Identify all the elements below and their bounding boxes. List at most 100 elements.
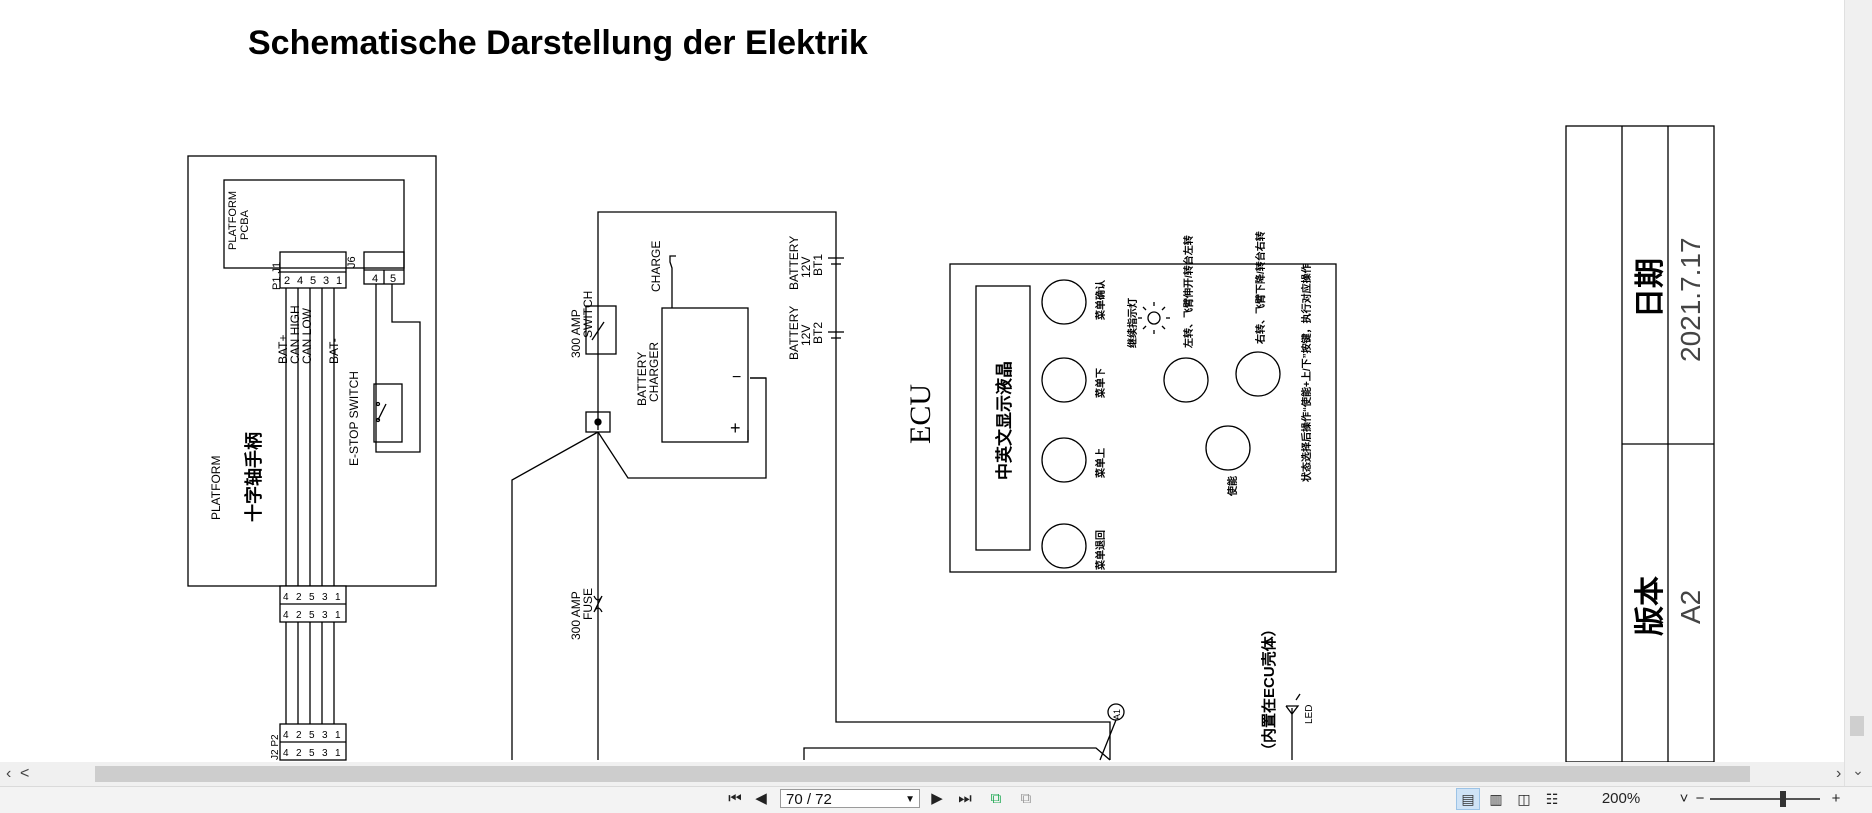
j2p2-pin: 1 — [335, 730, 341, 741]
platform-box — [187, 155, 437, 587]
j6-pin: 5 — [390, 273, 396, 285]
platform-label: PLATFORM — [209, 456, 223, 520]
page-dropdown-icon[interactable]: ▼ — [905, 794, 915, 805]
wire-can-low-label: CAN LOW — [300, 307, 314, 364]
scroll-right-arrow-icon[interactable]: › — [1836, 765, 1842, 782]
scroll-left-small-icon[interactable]: < — [20, 765, 30, 782]
btn-enable-label: 使能 — [1226, 476, 1239, 497]
bt1-label-2: 12V — [799, 257, 813, 278]
lcd-display — [975, 285, 1031, 551]
vertical-scrollbar[interactable] — [1844, 0, 1872, 786]
platform-pcba-box — [223, 179, 405, 269]
ecu-button-right — [1163, 357, 1209, 403]
bt2-label-2: 12V — [799, 325, 813, 346]
j2p2-pin: 4 — [283, 748, 289, 759]
charger-minus: − — [732, 369, 741, 386]
ecu-button-back — [1041, 523, 1087, 569]
battery-main-wire — [597, 211, 1111, 760]
bt2-label-3: BT2 — [811, 322, 825, 344]
j6-label: J6 — [346, 256, 358, 268]
single-page-view-glyph: ▤ — [1461, 791, 1475, 807]
btn-up-label: 菜单上 — [1094, 448, 1107, 479]
indicator-light-icon — [1138, 302, 1170, 334]
j2p2-pin: 4 — [283, 730, 289, 741]
led-icon — [1285, 693, 1301, 760]
300amp-switch — [585, 305, 617, 355]
j2p2-pin: 2 — [296, 748, 302, 759]
j2p2-label: J2 P2 — [270, 734, 281, 760]
conn-pin: 2 — [296, 610, 302, 621]
btn-right-label: 左转、飞臂伸开/转台左转 — [1182, 235, 1195, 349]
j2p2-pin: 5 — [309, 730, 315, 741]
conn-pin: 4 — [283, 592, 289, 603]
conn-pin: 1 — [335, 592, 341, 603]
zoom-in-button[interactable]: + — [1831, 790, 1841, 807]
electrical-schematic: PLATFORM PCBA P1 J1 J6 PLATFORM 十字轴手柄 BA… — [187, 125, 1715, 762]
vertical-scroll-thumb[interactable] — [1850, 716, 1864, 736]
date-label: 日期 — [1634, 258, 1667, 318]
ecu-note: 状态选择后操作“使能+上/下”按键，执行对应操作 — [1300, 263, 1313, 482]
charger-plus: + — [730, 418, 741, 438]
first-page-icon[interactable]: ⏮ — [728, 790, 742, 807]
platform-pcba-label-1: PLATFORM — [227, 191, 239, 250]
zoom-slider[interactable] — [1710, 798, 1820, 800]
btn-down-label: 菜单下 — [1094, 368, 1107, 399]
facing-view-icon[interactable]: ◫ — [1517, 791, 1531, 807]
j2p2-pin: 3 — [322, 730, 328, 741]
last-page-icon[interactable]: ⏭ — [958, 790, 972, 807]
j2p2-pin: 1 — [335, 748, 341, 759]
estop-switch — [373, 383, 403, 443]
page-number-value: 70 / 72 — [786, 791, 832, 808]
battery-bt2 — [828, 331, 844, 339]
j1-pin: 4 — [297, 275, 303, 287]
indicator-label: 继续指示灯 — [1126, 298, 1139, 348]
j1-pin: 5 — [310, 275, 316, 287]
charger-label-2: CHARGER — [647, 342, 661, 402]
ecu-button-up — [1041, 437, 1087, 483]
300amp-fuse — [593, 595, 603, 613]
conn-pin: 5 — [309, 592, 315, 603]
j1-pin: 3 — [323, 275, 329, 287]
btn-left-label: 右转、飞臂下降/转台右转 — [1254, 231, 1267, 345]
continuous-view-icon[interactable]: ▥ — [1489, 791, 1503, 807]
conn-pin: 3 — [322, 592, 328, 603]
continuous-facing-view-icon[interactable]: ☷ — [1545, 791, 1559, 807]
bt1-label-3: BT1 — [811, 254, 825, 276]
joystick-label: 十字轴手柄 — [243, 432, 264, 522]
dropdown-arrow-icon[interactable]: ˅ — [1679, 790, 1689, 807]
battery-bt1 — [828, 257, 844, 265]
fuse-label: FUSE — [581, 588, 595, 620]
j2p2-pin: 3 — [322, 748, 328, 759]
status-toolbar — [0, 786, 1872, 813]
conn-pin: 3 — [322, 610, 328, 621]
scroll-left-arrow-icon[interactable]: ‹ — [6, 765, 12, 782]
previous-page-icon[interactable]: ◀ — [755, 790, 767, 807]
scroll-down-arrow-icon[interactable]: ⌄ — [1852, 762, 1864, 778]
platform-pcba-label-2: PCBA — [239, 209, 251, 240]
charger-label-1: BATTERY — [635, 352, 649, 406]
conn-pin: 5 — [309, 610, 315, 621]
page-title: Schematische Darstellung der Elektrik — [248, 24, 868, 62]
conn-pin: 4 — [283, 610, 289, 621]
conn-pin: 2 — [296, 592, 302, 603]
zoom-slider-thumb[interactable] — [1780, 791, 1786, 807]
zoom-level: 200% — [1601, 790, 1641, 807]
document-page: Schematische Darstellung der Elektrik PL… — [187, 24, 1715, 762]
single-page-view-icon[interactable] — [1456, 788, 1480, 810]
go-forward-view-icon[interactable]: ⧉ — [1020, 790, 1032, 807]
next-page-icon[interactable]: ▶ — [931, 790, 943, 807]
switch-label: SWITCH — [581, 291, 595, 338]
led-label: LED — [1304, 705, 1315, 724]
ecu-label: ECU — [904, 384, 937, 444]
page-number-input[interactable]: 70 / 72 ▼ — [780, 789, 920, 808]
date-value: 2021.7.17 — [1675, 237, 1706, 362]
btn-back-label: 菜单退回 — [1094, 530, 1107, 571]
zoom-out-button[interactable]: − — [1695, 790, 1705, 807]
estop-label: E-STOP SWITCH — [347, 371, 361, 466]
go-back-view-icon[interactable]: ⧉ — [990, 790, 1002, 807]
j1-pin: 2 — [284, 275, 290, 287]
ecu-button-left — [1235, 351, 1281, 397]
ecu-button-enable — [1205, 425, 1251, 471]
horizontal-scroll-thumb[interactable] — [95, 766, 1750, 782]
version-value: A2 — [1675, 590, 1706, 624]
